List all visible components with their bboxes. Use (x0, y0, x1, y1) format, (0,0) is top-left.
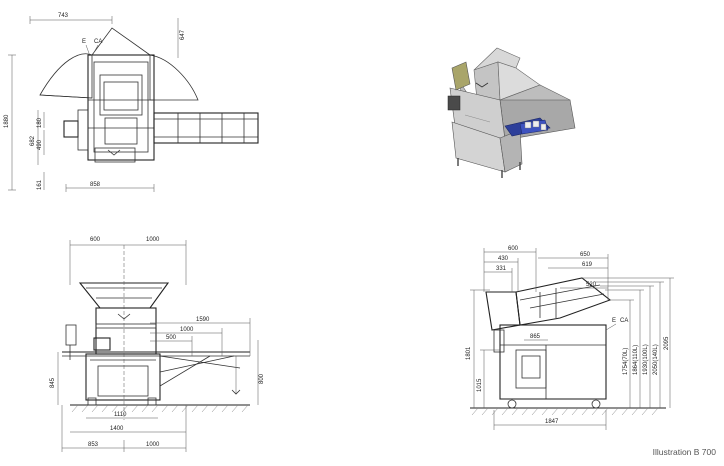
top-view-drawing (8, 16, 259, 192)
side-view-drawing (470, 248, 674, 430)
side-dim-small: 865 (530, 334, 541, 340)
side-dim-right-b: 619 (582, 262, 593, 268)
front-dim-base-b: 1400 (110, 426, 124, 432)
side-dim-v3: 1930(100L) (643, 344, 649, 375)
side-dim-top-c: 331 (496, 266, 507, 272)
top-dim-bottom: 858 (90, 182, 101, 188)
side-label-e: E (612, 318, 616, 324)
top-dim-height: 1880 (4, 114, 10, 128)
side-dim-right-c: 520 (586, 282, 597, 288)
front-view-drawing (57, 240, 259, 452)
front-dim-right-h: 800 (259, 373, 265, 384)
side-dim-base: 1847 (545, 419, 559, 425)
side-dim-v5: 2095 (664, 336, 670, 350)
front-dim-left-top: 600 (90, 237, 101, 243)
side-dim-right-a: 650 (580, 252, 591, 258)
side-dim-v4: 2050(140L) (653, 344, 659, 375)
front-dim-base-d: 1000 (146, 442, 160, 448)
side-label-ca: CA (620, 318, 628, 324)
top-dim-width: 743 (58, 13, 69, 19)
isometric-machine-render (447, 47, 576, 178)
side-dim-h-total: 1801 (466, 346, 472, 360)
top-dim-right: 647 (180, 29, 186, 40)
side-dim-top-a: 600 (508, 246, 519, 252)
front-dim-conv-long: 1590 (196, 317, 210, 323)
front-dim-conv-mid: 1000 (180, 327, 194, 333)
front-dim-base-c: 853 (88, 442, 99, 448)
front-dim-base-a: 1110 (114, 412, 127, 418)
top-dim-b: 490 (37, 139, 43, 150)
top-label-ca: CA (94, 39, 102, 45)
side-dim-top-b: 430 (498, 256, 509, 262)
front-dim-right-top: 1000 (146, 237, 160, 243)
illustration-caption: Illustration B 700 (652, 447, 716, 457)
top-dim-c: 180 (37, 117, 43, 128)
top-dim-a: 682 (30, 135, 36, 146)
top-label-e: E (82, 39, 86, 45)
top-dim-d: 161 (37, 179, 43, 190)
side-dim-h-lower: 1015 (477, 378, 483, 392)
side-dim-v1: 1754(70L) (623, 348, 629, 375)
side-dim-v2: 1864(110L) (633, 345, 639, 375)
front-dim-conv-short: 500 (166, 335, 177, 341)
front-dim-left-h: 845 (50, 377, 56, 388)
